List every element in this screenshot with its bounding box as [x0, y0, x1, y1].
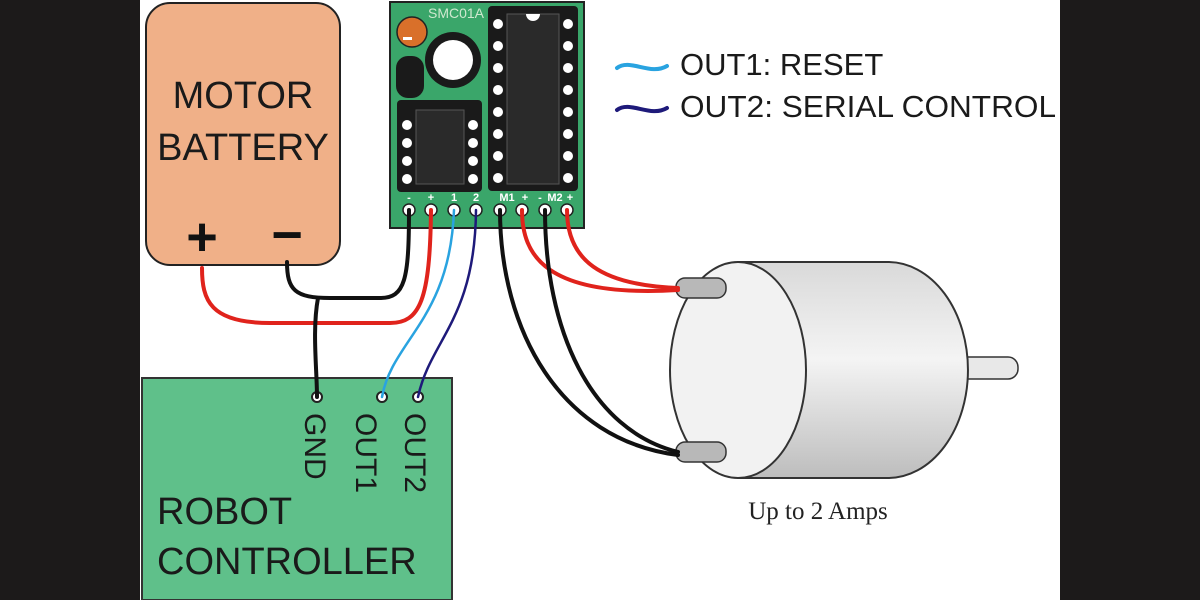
- dc-motor: Up to 2 Amps: [669, 261, 1019, 525]
- board-pin-label-1: 1: [451, 192, 457, 204]
- legend: OUT1: RESET OUT2: SERIAL CONTROL: [615, 47, 1056, 124]
- board-pin-label-m2-minus: -: [538, 192, 542, 204]
- board-pin-label-m2-plus: +: [567, 192, 573, 204]
- controller-label-line1: ROBOT: [157, 491, 292, 533]
- controller-pin-label-out2: OUT2: [398, 413, 431, 493]
- legend-label-out1: OUT1: RESET: [680, 47, 883, 82]
- motor-terminal-top: [675, 277, 727, 299]
- legend-swatch-out2: [615, 104, 669, 114]
- legend-swatch-out1: [615, 62, 669, 72]
- motor-end-cap: [669, 261, 807, 479]
- motor-terminal-bottom: [675, 441, 727, 463]
- wire-motor-red-2: [565, 208, 680, 290]
- board-pin-label-gnd: -: [407, 192, 411, 204]
- robot-controller: GND OUT1 OUT2 ROBOT CONTROLLER: [141, 377, 453, 600]
- board-pin-label-2: 2: [473, 192, 479, 204]
- battery-label-line2: BATTERY: [157, 127, 329, 169]
- legend-label-out2: OUT2: SERIAL CONTROL: [680, 89, 1056, 124]
- board-pin-label-m2: M2: [547, 192, 562, 204]
- wire-controller-gnd: [313, 296, 320, 399]
- motor-controller-board: SMC01A - +: [389, 1, 585, 229]
- wire-battery-positive: [200, 208, 433, 325]
- battery-label-line1: MOTOR: [173, 75, 314, 117]
- board-pin-label-vplus: +: [428, 192, 434, 204]
- motor-caption: Up to 2 Amps: [748, 498, 888, 525]
- controller-pin-label-out1: OUT1: [349, 413, 382, 493]
- controller-pin-label-gnd: GND: [298, 413, 331, 480]
- wire-motor-black-2: [543, 208, 680, 454]
- board-pin-label-m1: M1: [499, 192, 514, 204]
- motor-battery: MOTOR BATTERY + −: [145, 2, 341, 267]
- wire-out2: [416, 208, 478, 399]
- board-transistor: [396, 56, 424, 98]
- board-pin-label-m1-plus: +: [522, 192, 528, 204]
- wire-out1: [380, 208, 456, 399]
- battery-plus-terminal: +: [186, 207, 218, 267]
- battery-minus-terminal: −: [271, 205, 303, 265]
- board-capacitor: [396, 16, 428, 48]
- wire-battery-negative: [285, 208, 411, 300]
- board-large-ic: [488, 6, 578, 191]
- wire-motor-black-1: [498, 208, 680, 457]
- board-small-ic: [397, 100, 482, 192]
- wires: [200, 208, 680, 457]
- board-name: SMC01A: [428, 5, 485, 21]
- controller-label-line2: CONTROLLER: [157, 541, 417, 583]
